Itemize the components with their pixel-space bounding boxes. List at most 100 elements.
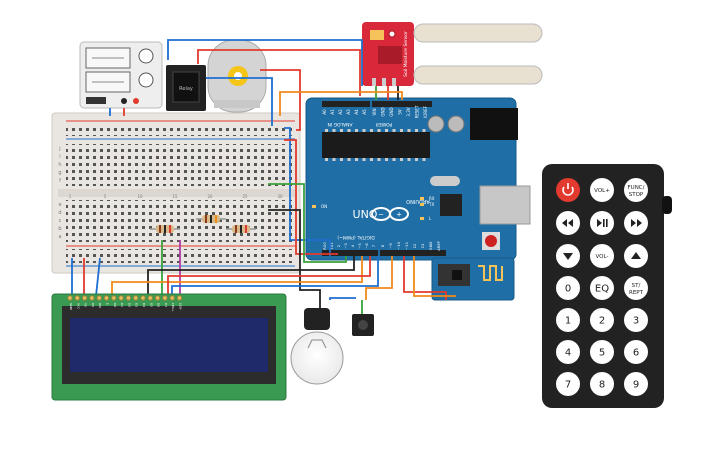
breadboard-row-label: e xyxy=(58,202,61,208)
remote-button-label: STOP xyxy=(629,192,644,198)
dc-motor xyxy=(207,39,267,113)
breadboard-column-number: 10 xyxy=(137,194,143,199)
lcd-pin xyxy=(67,295,73,301)
eight-button[interactable]: 8 xyxy=(590,372,614,396)
one-button[interactable]: 1 xyxy=(556,308,580,332)
lcd-pin-label: VCC xyxy=(76,303,80,309)
lcd-pin xyxy=(74,295,81,301)
func-stop-button[interactable]: FUNC/STOP xyxy=(624,178,648,202)
power-pin-label: GND xyxy=(381,107,386,116)
digital-pin-label: GND xyxy=(428,242,433,251)
remote-button-label: 8 xyxy=(599,380,605,391)
up-button[interactable] xyxy=(624,244,648,268)
six-button[interactable]: 6 xyxy=(624,340,648,364)
nine-button[interactable]: 9 xyxy=(624,372,648,396)
remote-button-label: 0 xyxy=(565,284,571,295)
lcd-pin xyxy=(118,295,124,301)
two-button[interactable]: 2 xyxy=(590,308,614,332)
status-led-label: L xyxy=(429,216,432,221)
digital-pin-label: TX1 xyxy=(329,242,334,251)
digital-pin-label: ~10 xyxy=(396,241,401,250)
digital-pin-label: RX0 xyxy=(322,242,327,250)
lcd-pin-label: V0 xyxy=(84,303,88,307)
sensor-pin xyxy=(382,78,386,86)
svg-text:−: − xyxy=(378,211,384,219)
lcd-pin-label: D4 xyxy=(142,303,146,307)
digital-pin-label: AREF xyxy=(436,241,441,251)
status-led-label: RX xyxy=(429,196,435,201)
skip-forward-icon xyxy=(631,219,642,227)
next-button[interactable] xyxy=(624,211,648,235)
digital-pin-label: 2 xyxy=(336,244,341,247)
remote-button-label: 7 xyxy=(565,380,571,391)
vol-down-button[interactable]: VOL- xyxy=(590,244,614,268)
lcd-pin-label: LED- xyxy=(179,303,183,310)
power-icon xyxy=(562,183,574,196)
remote-button-label: ST/ xyxy=(632,283,641,289)
arduino-uno: − + UNO ARDUINO ANALOG IN POWER DIGITAL … xyxy=(305,97,531,261)
lcd-pin-label: D2 xyxy=(127,303,131,307)
lcd-pin-label: D5 xyxy=(149,303,153,307)
ir-receiver xyxy=(352,314,374,336)
remote-button-label: VOL- xyxy=(596,254,609,260)
lcd-pin-label: RW xyxy=(98,303,102,308)
power-pin-label: 3.3V xyxy=(406,107,411,116)
down-button[interactable] xyxy=(556,244,580,268)
remote-button-label: 4 xyxy=(565,348,571,359)
eq-button[interactable]: EQ xyxy=(590,276,614,300)
breadboard-row-label: i xyxy=(59,154,60,160)
breadboard-row-label: g xyxy=(58,170,61,176)
analog-pin-label: A5 xyxy=(362,109,367,115)
analog-pin-label: A3 xyxy=(346,109,351,115)
power-pin-label: GND xyxy=(389,107,394,116)
analog-in-label: ANALOG IN xyxy=(327,121,352,127)
three-button[interactable]: 3 xyxy=(624,308,648,332)
digital-pin-label: ~6 xyxy=(364,243,369,249)
breadboard-column-number: 20 xyxy=(207,194,213,199)
lcd-pin xyxy=(154,295,161,301)
breadboard-row-label: c xyxy=(59,218,62,224)
lcd-pin xyxy=(147,295,154,301)
lcd-pin-label: D3 xyxy=(135,303,139,307)
lcd-pin xyxy=(89,295,95,301)
wires xyxy=(71,39,456,318)
remote-button-label: EQ xyxy=(595,284,609,295)
four-button[interactable]: 4 xyxy=(556,340,580,364)
lcd-pin xyxy=(96,295,102,301)
st-rept-button[interactable]: ST/REPT xyxy=(624,276,648,300)
analog-pin-label: A0 xyxy=(322,109,327,115)
board-brand: ARDUINO xyxy=(406,198,430,204)
zero-button[interactable]: 0 xyxy=(556,276,580,300)
play-pause-button[interactable] xyxy=(590,211,614,235)
relay-module: Relay xyxy=(166,65,206,111)
prev-button[interactable] xyxy=(556,211,580,235)
power-label: POWER xyxy=(376,121,393,127)
status-led xyxy=(420,197,424,200)
board-model: UNO xyxy=(353,208,378,221)
lcd-pin xyxy=(140,295,146,301)
five-button[interactable]: 5 xyxy=(590,340,614,364)
remote-button-label: REPT xyxy=(629,290,644,296)
remote-button-label: 9 xyxy=(633,380,639,391)
vol-up-button[interactable]: VOL+ xyxy=(590,178,614,202)
digital-pin-label: 12 xyxy=(412,243,417,248)
sensor-pin xyxy=(392,78,396,86)
lcd-pin xyxy=(169,295,175,301)
lcd-pin-label: RS xyxy=(91,303,95,307)
play-pause-icon xyxy=(597,219,608,227)
digital-pin-label: ~3 xyxy=(343,243,348,249)
analog-pin-label: A2 xyxy=(338,109,343,115)
digital-pin-label: 7 xyxy=(371,244,376,247)
sensor-label: Soil Moisture Sensor xyxy=(403,31,409,77)
arduino-logo: − + xyxy=(371,207,409,221)
seven-button[interactable]: 7 xyxy=(556,372,580,396)
digital-pin-label: 4 xyxy=(350,244,355,247)
lcd-pin-label: D7 xyxy=(164,303,168,307)
remote-button-label: 2 xyxy=(599,316,605,327)
power-button[interactable] xyxy=(556,178,580,202)
breadboard-column-number: 30 xyxy=(277,194,283,199)
lcd-pin xyxy=(125,295,132,301)
